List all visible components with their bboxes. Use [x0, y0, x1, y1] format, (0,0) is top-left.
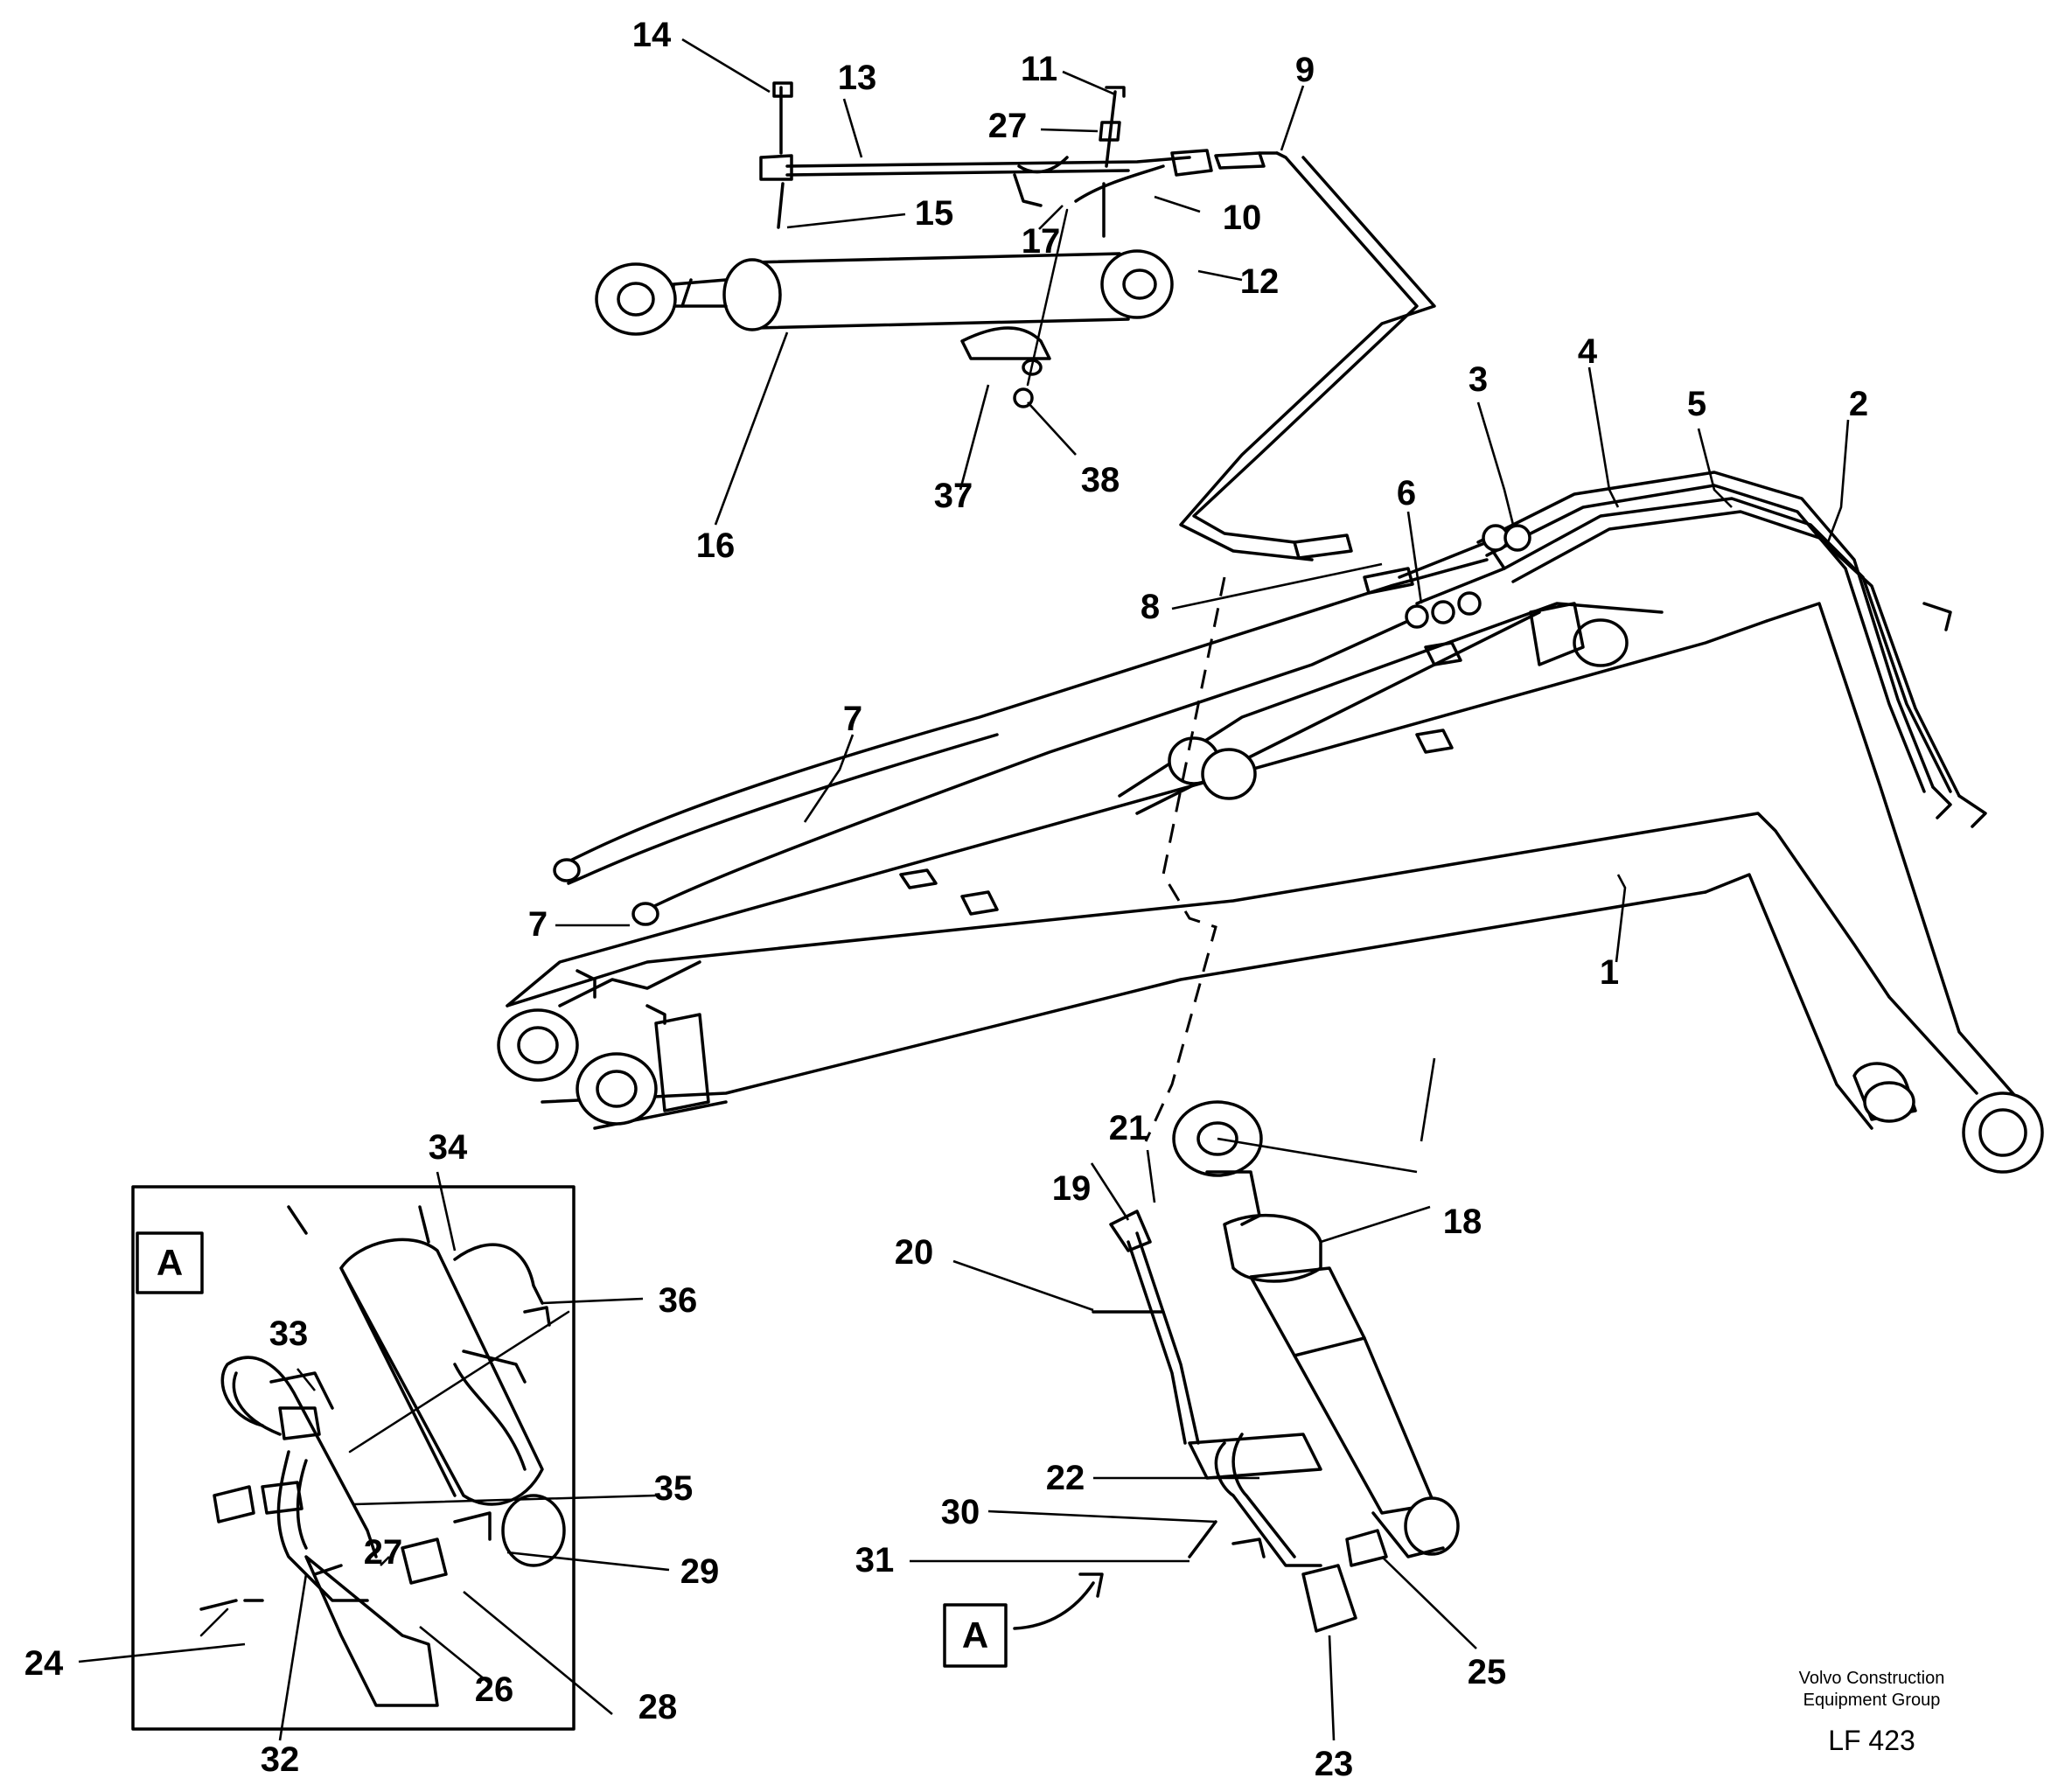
callout-7-upper: 7 [843, 700, 862, 738]
callout-27-upper: 27 [988, 107, 1028, 145]
callout-15: 15 [915, 194, 954, 233]
callout-9: 9 [1295, 51, 1315, 89]
assembly-dashed-guide [1144, 576, 1226, 1142]
upper-hydraulic-cylinder [595, 81, 1279, 408]
callout-5: 5 [1687, 385, 1706, 423]
callout-32: 32 [261, 1740, 300, 1779]
callout-25: 25 [1468, 1653, 1507, 1691]
callout-21: 21 [1109, 1109, 1148, 1147]
callout-35: 35 [654, 1469, 694, 1508]
cylinder-eye-leader [1217, 1137, 1418, 1174]
boom-assembly [497, 602, 2044, 1174]
figure-code: LF 423 [1828, 1725, 1915, 1756]
detail-box-tag [136, 1231, 204, 1294]
detail-box-label: A [157, 1242, 183, 1283]
callout-18: 18 [1443, 1203, 1482, 1241]
callout-11: 11 [1021, 50, 1057, 88]
callout-numbers: 1 2 3 4 5 6 7 7 8 9 10 11 12 13 14 15 16… [24, 16, 1868, 1783]
callout-2: 2 [1849, 385, 1868, 423]
callout-10: 10 [1223, 199, 1262, 237]
detail-box-frame [131, 1185, 576, 1731]
callout-28: 28 [638, 1688, 678, 1726]
callout-38: 38 [1081, 461, 1120, 499]
callout-13: 13 [838, 59, 877, 97]
callout-23: 23 [1315, 1745, 1354, 1783]
callout-34: 34 [429, 1128, 468, 1167]
callout-24: 24 [24, 1644, 64, 1683]
callout-31: 31 [855, 1541, 895, 1579]
callout-19: 19 [1052, 1169, 1092, 1208]
callout-29: 29 [680, 1552, 720, 1591]
callout-33: 33 [269, 1314, 309, 1353]
callout-20: 20 [895, 1233, 934, 1272]
credit-company-line1: Volvo Construction [1798, 1669, 1945, 1688]
callout-22: 22 [1046, 1459, 1085, 1497]
callout-30: 30 [941, 1493, 980, 1531]
callout-4: 4 [1578, 332, 1598, 371]
detail-a-marker: A [943, 1572, 1104, 1668]
callout-16: 16 [696, 526, 736, 565]
callout-8: 8 [1141, 588, 1160, 626]
callout-14: 14 [632, 16, 672, 54]
callout-1: 1 [1600, 953, 1619, 992]
credit-company-line2: Equipment Group [1803, 1691, 1941, 1710]
callout-3: 3 [1469, 360, 1488, 399]
detail-view-a: A [131, 1185, 658, 1731]
callout-7-lower: 7 [528, 905, 548, 944]
callout-26: 26 [475, 1670, 514, 1709]
callout-17: 17 [1022, 222, 1061, 261]
callout-37: 37 [934, 477, 973, 515]
leader-lines [78, 38, 1850, 1741]
hydraulic-lines [553, 151, 1987, 926]
callout-27-detail: 27 [364, 1533, 403, 1572]
detail-marker-label: A [962, 1614, 988, 1656]
callout-12: 12 [1240, 262, 1280, 301]
callout-6: 6 [1397, 474, 1416, 512]
callout-36: 36 [659, 1281, 698, 1320]
lower-hydraulic-cylinder [1092, 1100, 1460, 1633]
